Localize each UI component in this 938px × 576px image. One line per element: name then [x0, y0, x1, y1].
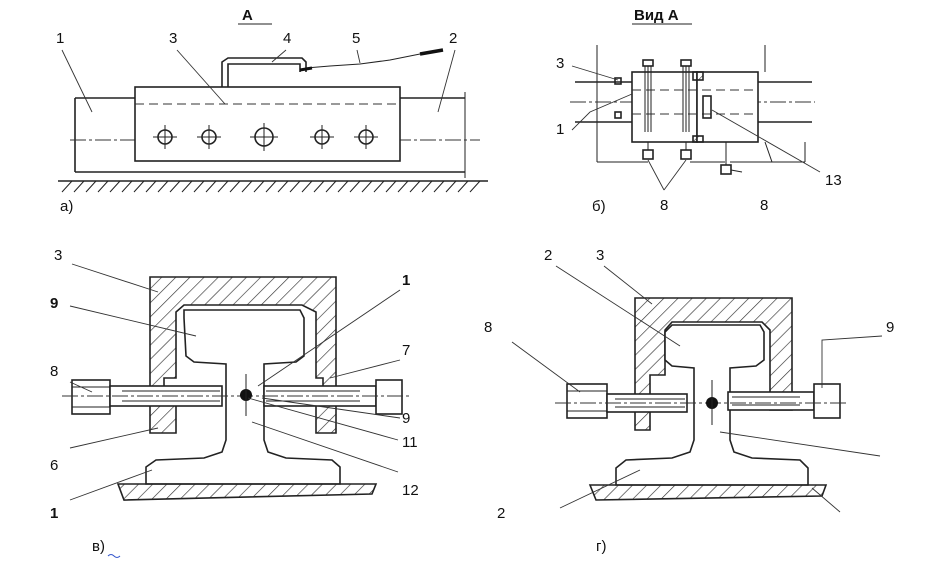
caption-b: б)	[592, 198, 606, 215]
label-v-12: 12	[402, 482, 419, 499]
label-g-2-top: 2	[544, 247, 552, 264]
label-v-8: 8	[50, 363, 58, 380]
label-v-9: 9	[50, 295, 58, 312]
label-g-3: 3	[596, 247, 604, 264]
panel-g: 2 3 8 9 2 г)	[484, 247, 894, 555]
label-g-9: 9	[886, 319, 894, 336]
panel-a: А 1 3 4 5	[56, 7, 488, 215]
label-g-8: 8	[484, 319, 492, 336]
label-v-3: 3	[54, 247, 62, 264]
panel-b: Вид А	[556, 7, 842, 215]
caption-a: а)	[60, 198, 73, 215]
joint-box-left	[631, 71, 698, 143]
bolt-holes	[153, 123, 378, 151]
label-b-8a: 8	[660, 197, 668, 214]
header-vid-a: Вид А	[634, 7, 679, 24]
label-b-8b: 8	[760, 197, 768, 214]
header-a: А	[242, 7, 253, 24]
bolt-head-left	[566, 383, 608, 419]
caption-v: в)	[92, 538, 105, 555]
bolts-8	[642, 59, 743, 175]
base-plate	[116, 483, 378, 501]
label-a-3: 3	[169, 30, 177, 47]
wire	[305, 53, 421, 69]
label-v-6: 6	[50, 457, 58, 474]
joint-bar	[134, 86, 401, 162]
bolt-head-right	[375, 379, 403, 415]
bracket	[221, 57, 307, 87]
label-v-7: 7	[402, 342, 410, 359]
label-g-2-bottom: 2	[497, 505, 505, 522]
base-plate	[588, 484, 828, 501]
label-b-13: 13	[825, 172, 842, 189]
label-a-2: 2	[449, 30, 457, 47]
label-a-1: 1	[56, 30, 64, 47]
label-a-5: 5	[352, 30, 360, 47]
bolt-head-right	[813, 383, 841, 419]
label-v-11: 11	[402, 434, 418, 451]
label-b-1: 1	[556, 121, 564, 138]
label-v-9-right: 9	[402, 410, 410, 427]
panel-v: 3 9 8 6 1 1 7 9 11 12 в)	[50, 247, 419, 558]
label-v-1-bottom: 1	[50, 505, 58, 522]
bolt-shaft-right	[727, 391, 815, 411]
caption-g: г)	[596, 538, 606, 555]
label-a-4: 4	[283, 30, 291, 47]
ground-hatching	[61, 180, 481, 193]
label-b-3: 3	[556, 55, 564, 72]
label-v-1-top: 1	[402, 272, 410, 289]
